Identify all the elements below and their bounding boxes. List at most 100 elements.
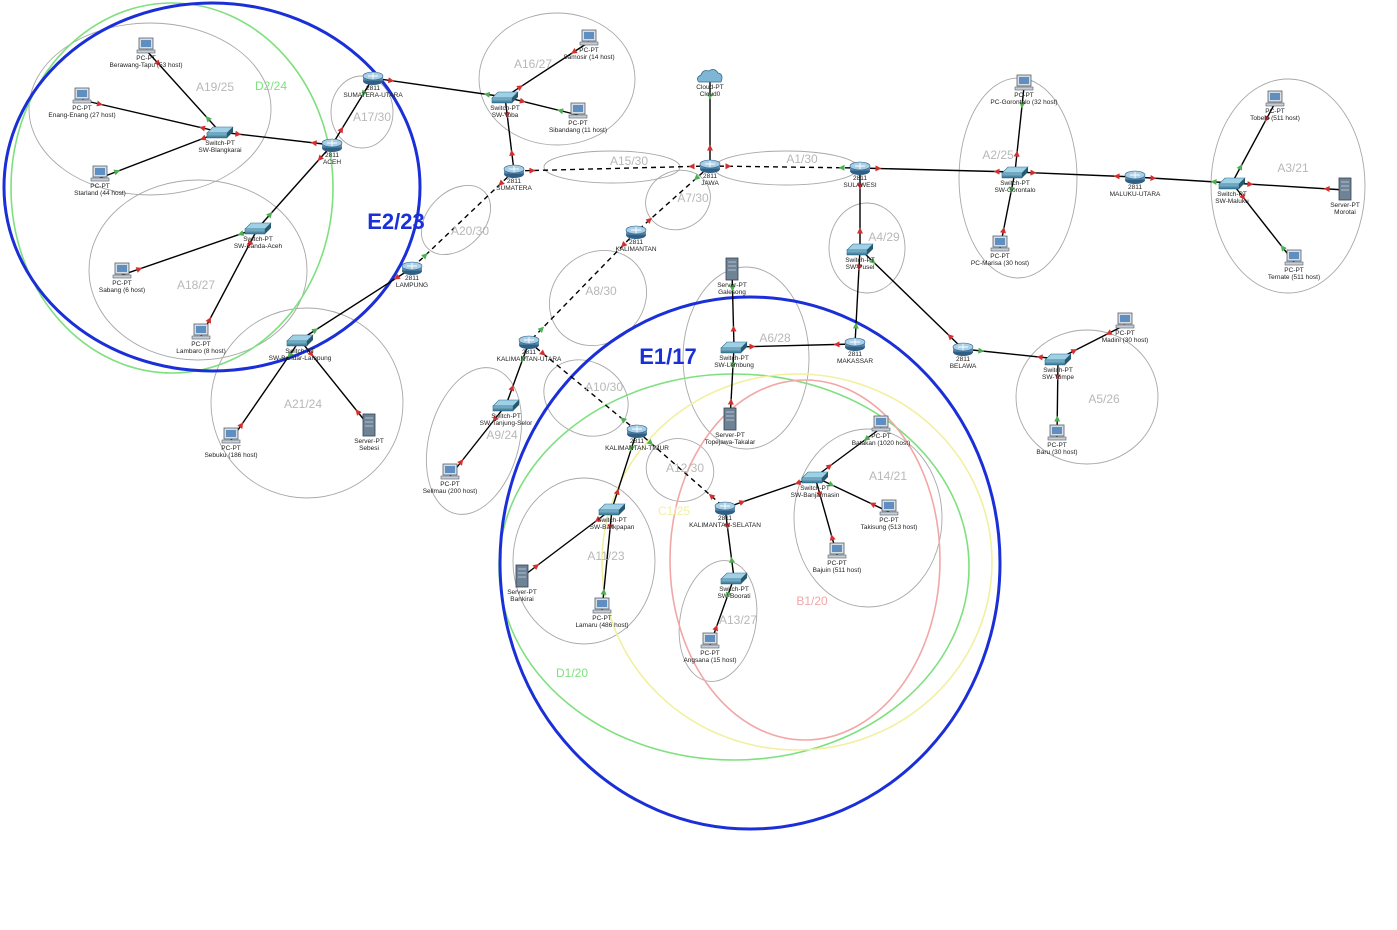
group-label-b1: B1/20: [796, 594, 828, 608]
link-sw_toba-sumut[interactable]: [372, 77, 506, 98]
link-lampung-sw_bandarlampung[interactable]: [299, 267, 413, 341]
switch-icon: [227, 127, 233, 138]
link-kalsel-sw_boorati[interactable]: [724, 507, 735, 579]
link-sumatera-sw_toba[interactable]: [504, 96, 515, 172]
link-sw_lembung-srv_galesong[interactable]: [731, 269, 735, 348]
link-belawa-sw_tompe[interactable]: [962, 348, 1059, 360]
link-sulawesi-sw_gorontalo[interactable]: [859, 167, 1016, 173]
link-sw_bandaaceh-pc_sabang[interactable]: [121, 227, 259, 276]
link-sw_blangkarai-pc_enang[interactable]: [81, 99, 221, 133]
link-kalut-sw_tanjungselor[interactable]: [505, 341, 530, 406]
device-name-label: Sellmau (200 host): [423, 488, 478, 495]
port-indicator: [199, 125, 206, 132]
switch-icon: [512, 92, 518, 103]
port-indicator: [1239, 193, 1246, 200]
link-sw_toba-pc_sibandang[interactable]: [504, 96, 579, 116]
device-name-label: Ternate (511 host): [1268, 274, 1320, 281]
link-sw_gorontalo-pc_gorontalo[interactable]: [1014, 86, 1025, 173]
link-malut-sw_maluku[interactable]: [1134, 176, 1233, 184]
pc-icon: [1120, 315, 1130, 322]
area-label-a17: A17/30: [353, 110, 391, 124]
link-sw_banjarmasin-pc_takisung[interactable]: [814, 476, 890, 513]
link-sw_tanjungselor-pc_sellmau[interactable]: [449, 404, 507, 477]
link-jawa-sumatera[interactable]: [513, 165, 711, 172]
link-sw_pusel-belawa[interactable]: [859, 248, 964, 350]
group-label-d1: D1/20: [556, 666, 588, 680]
link-sw_banjarmasin-pc_batakan[interactable]: [814, 427, 882, 478]
link-sw_banjarmasin-pc_bajuin[interactable]: [814, 476, 838, 556]
device-type-label: 2811: [848, 351, 862, 358]
link-kalimantan-kalut[interactable]: [528, 231, 637, 343]
port-indicator: [457, 459, 464, 466]
link-sumut-aceh[interactable]: [331, 77, 374, 146]
router-icon: [1130, 172, 1140, 178]
switch-icon: [720, 578, 742, 585]
switch-icon: [491, 97, 513, 104]
link-kaltim-sw_balikpapan[interactable]: [611, 430, 638, 510]
device-type-label: Switch-PT: [1217, 191, 1247, 198]
link-sumatera-lampung[interactable]: [411, 170, 515, 269]
link-sw_maluku-pc_tobelo[interactable]: [1231, 102, 1276, 184]
area-a11-ellipse: [512, 477, 656, 645]
port-indicator: [749, 343, 756, 350]
link-sw_tompe-pc_baru[interactable]: [1056, 358, 1059, 438]
pc-icon: [141, 40, 151, 47]
port-indicator: [827, 480, 835, 487]
link-jawa-sulawesi[interactable]: [709, 165, 861, 169]
link-sw_gorontalo-pc_marisa[interactable]: [999, 171, 1016, 249]
link-sw_tompe-pc_madini[interactable]: [1057, 324, 1126, 360]
